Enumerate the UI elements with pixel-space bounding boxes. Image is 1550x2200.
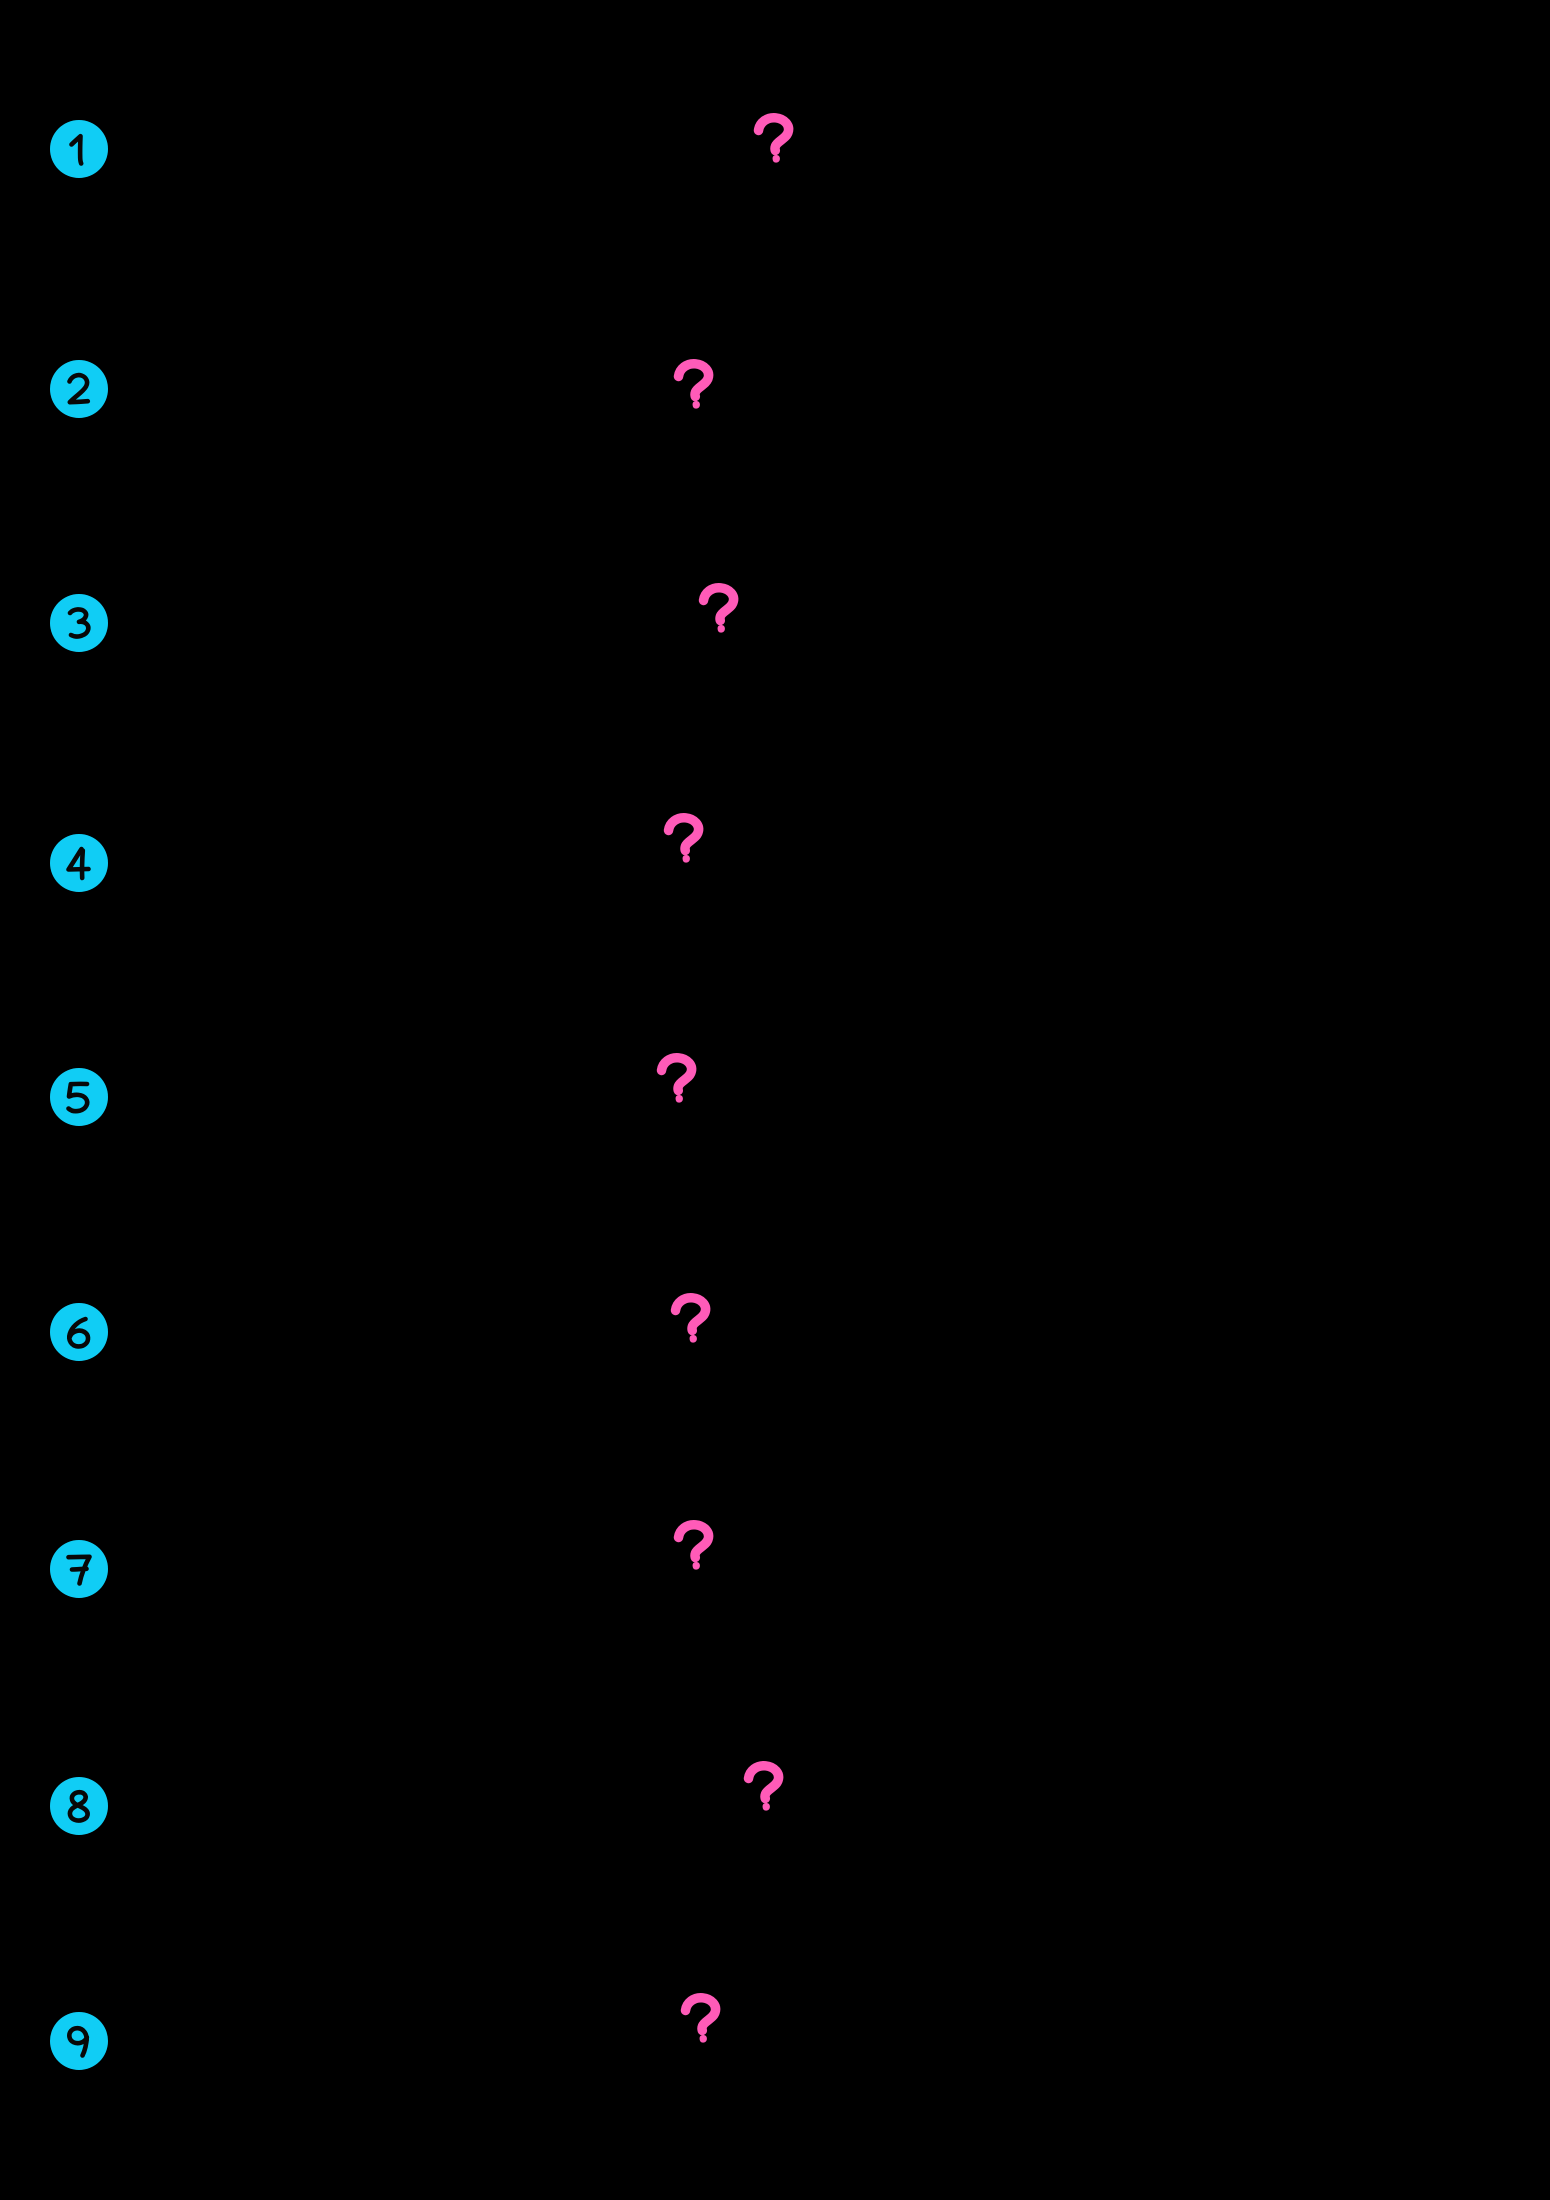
badge-digit-2-icon bbox=[67, 372, 91, 405]
row-number-badge-5[interactable]: 5 bbox=[50, 1068, 108, 1126]
question-mark-1: ? bbox=[745, 110, 807, 172]
question-mark-6: ? bbox=[662, 1290, 724, 1352]
question-mark-icon bbox=[663, 813, 704, 863]
badge-digit-7-icon bbox=[66, 1554, 92, 1586]
badge-digit-5-icon bbox=[66, 1081, 90, 1114]
row-number-badge-7[interactable]: 7 bbox=[50, 1540, 108, 1598]
question-mark-icon bbox=[743, 1761, 784, 1811]
question-mark-icon bbox=[656, 1053, 697, 1103]
question-mark-4: ? bbox=[655, 810, 717, 872]
badge-digit-1-icon bbox=[69, 133, 84, 166]
question-mark-label: ? bbox=[648, 1112, 649, 1113]
row-number-badge-1[interactable]: 1 bbox=[50, 120, 108, 178]
badge-digit-6-icon bbox=[67, 1316, 91, 1349]
question-mark-icon bbox=[673, 1520, 714, 1570]
question-mark-icon bbox=[753, 113, 794, 163]
row-number-badge-3[interactable]: 3 bbox=[50, 594, 108, 652]
question-mark-8: ? bbox=[735, 1758, 797, 1820]
question-mark-3: ? bbox=[690, 580, 752, 642]
question-mark-icon bbox=[670, 1293, 711, 1343]
question-mark-label: ? bbox=[735, 1820, 736, 1821]
question-mark-icon bbox=[698, 583, 739, 633]
row-number-badge-8[interactable]: 8 bbox=[50, 1777, 108, 1835]
question-mark-9: ? bbox=[672, 1990, 734, 2052]
question-mark-label: ? bbox=[665, 1579, 666, 1580]
question-mark-icon bbox=[673, 359, 714, 409]
question-mark-5: ? bbox=[648, 1050, 710, 1112]
badge-digit-8-icon bbox=[67, 1789, 90, 1823]
question-mark-2: ? bbox=[665, 356, 727, 418]
question-mark-icon bbox=[680, 1993, 721, 2043]
question-mark-label: ? bbox=[690, 642, 691, 643]
row-number-badge-6[interactable]: 6 bbox=[50, 1303, 108, 1361]
question-mark-label: ? bbox=[665, 418, 666, 419]
badge-digit-3-icon bbox=[67, 607, 91, 639]
row-number-badge-9[interactable]: 9 bbox=[50, 2012, 108, 2070]
question-mark-label: ? bbox=[672, 2052, 673, 2053]
question-mark-label: ? bbox=[655, 872, 656, 873]
question-mark-label: ? bbox=[662, 1352, 663, 1353]
question-mark-7: ? bbox=[665, 1517, 727, 1579]
question-mark-label: ? bbox=[745, 172, 746, 173]
row-number-badge-2[interactable]: 2 bbox=[50, 360, 108, 418]
badge-digit-9-icon bbox=[67, 2025, 90, 2058]
badge-digit-4-icon bbox=[66, 846, 91, 881]
row-number-badge-4[interactable]: 4 bbox=[50, 834, 108, 892]
